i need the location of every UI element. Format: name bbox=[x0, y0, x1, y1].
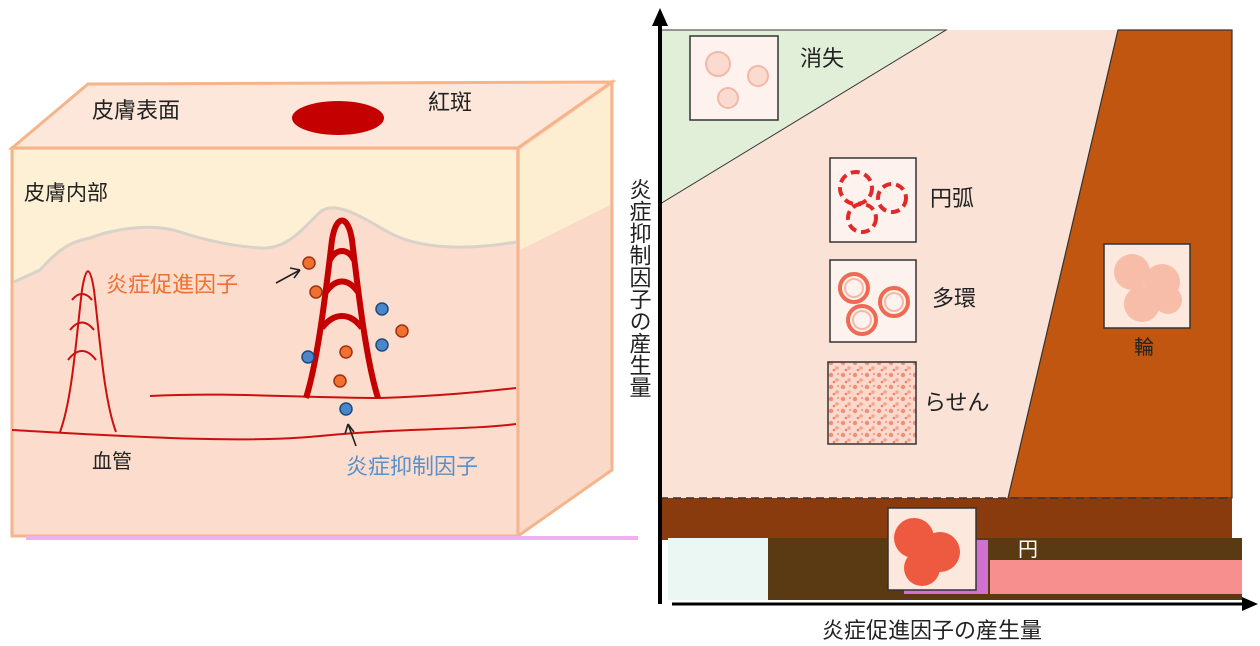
label-circle: 円 bbox=[1018, 537, 1038, 561]
x-axis-arrowhead bbox=[1242, 597, 1258, 611]
epidermis-layer bbox=[14, 150, 516, 282]
annotation-arrows bbox=[275, 267, 357, 447]
label-polycyclic: 多環 bbox=[932, 287, 976, 312]
y-axis-label: 炎症抑制因子の産生量 bbox=[626, 178, 652, 398]
suppressor-dots bbox=[301, 302, 389, 416]
artifact-pink-block bbox=[990, 560, 1242, 594]
erythema-label: 紅斑 bbox=[428, 91, 472, 116]
suppressor-label: 炎症抑制因子 bbox=[346, 455, 478, 480]
skin-side-upper bbox=[520, 86, 610, 250]
thumbnail-polycyclic bbox=[829, 259, 917, 343]
epidermis-boundary bbox=[13, 206, 517, 284]
thumbnail-ring bbox=[1103, 243, 1191, 329]
thumbnail-disappear bbox=[689, 35, 779, 121]
thumbnail-circle bbox=[887, 507, 977, 591]
thumbnail-spiral bbox=[827, 361, 917, 445]
label-arc: 円弧 bbox=[930, 187, 974, 212]
artifact-left-stripe bbox=[26, 536, 638, 540]
vessel-line-lower bbox=[11, 423, 517, 441]
skin-surface-label: 皮膚表面 bbox=[92, 99, 180, 124]
x-axis-label: 炎症促進因子の産生量 bbox=[822, 619, 1042, 644]
label-disappear: 消失 bbox=[800, 47, 844, 72]
skin-interior-label: 皮膚内部 bbox=[24, 181, 108, 205]
artifact-light-block bbox=[668, 538, 768, 600]
thumbnail-arc bbox=[829, 157, 917, 243]
phase-diagram: 炎症抑制因子の産生量 炎症促進因子の産生量 消失 円弧 bbox=[26, 8, 1258, 644]
label-spiral: らせん bbox=[924, 391, 990, 416]
promoter-label: 炎症促進因子 bbox=[106, 273, 238, 298]
skin-block: 皮膚表面 紅斑 皮膚内部 炎症促進因子 血管 炎症抑制因子 bbox=[7, 79, 617, 539]
promoter-dots bbox=[302, 256, 409, 388]
large-wave bbox=[303, 217, 381, 399]
vessel-label: 血管 bbox=[92, 449, 132, 473]
y-axis-arrowhead bbox=[652, 8, 668, 26]
label-ring: 輪 bbox=[1134, 335, 1154, 359]
small-wave bbox=[59, 270, 117, 433]
erythema-spot bbox=[292, 101, 384, 135]
vessel-line-upper bbox=[149, 387, 517, 400]
